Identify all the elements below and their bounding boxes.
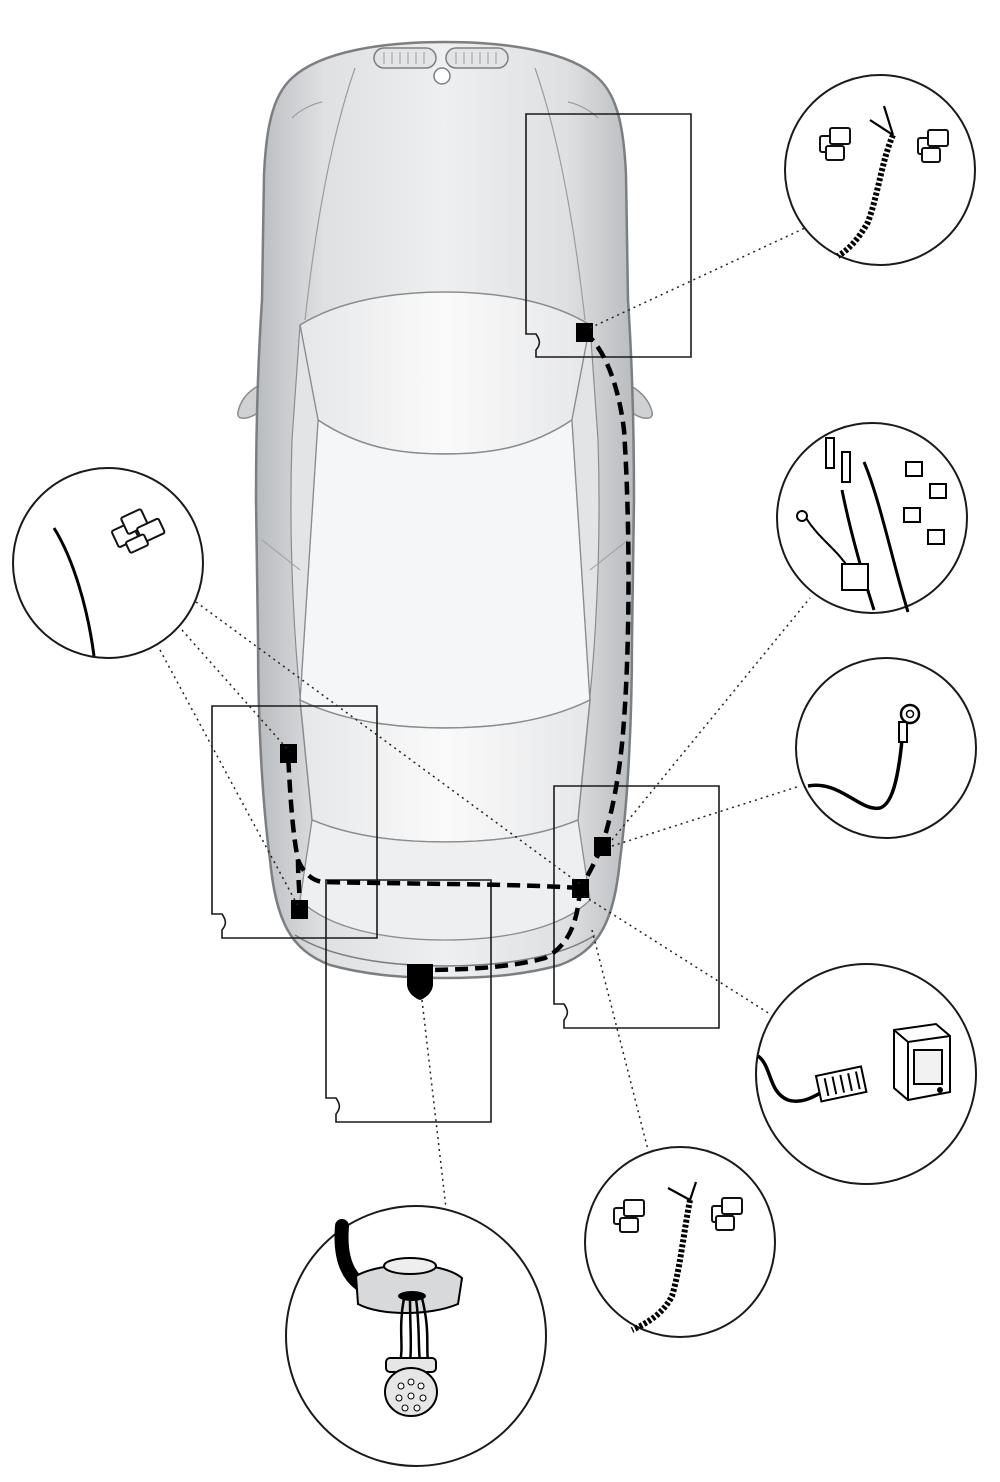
- cable-with-two-clips-icon: [819, 105, 949, 259]
- cable-with-two-clips-icon: [613, 1181, 743, 1333]
- emblem-icon: [433, 67, 451, 85]
- callout-rear-right-splice: [584, 1146, 776, 1338]
- socket-with-plug-icon: [334, 1219, 464, 1417]
- harness-connectors: [280, 323, 611, 1000]
- connector-rear-left-upper: [280, 744, 297, 763]
- callout-left-lamp-clip: [12, 467, 204, 659]
- connector-rear-left-lower: [291, 900, 308, 919]
- connector-front-right: [576, 323, 593, 342]
- frame-rear-left: [211, 705, 378, 939]
- roof: [299, 418, 591, 729]
- frame-rear-center: [325, 879, 492, 1123]
- callout-control-module: [755, 963, 977, 1185]
- car-body: [237, 40, 653, 980]
- connector-and-module-icon: [756, 1022, 951, 1104]
- frame-front-right: [525, 113, 692, 358]
- connector-right-lower: [572, 879, 589, 898]
- leader-lines: [159, 227, 811, 1209]
- callout-ground-ring-terminal: [795, 657, 977, 839]
- wires-with-terminals-icon: [796, 437, 947, 613]
- windshield: [299, 291, 591, 455]
- wire-with-ring-terminal-icon: [807, 703, 921, 810]
- detail-frames: [211, 113, 720, 1123]
- socket-mount-icon: [407, 964, 433, 1000]
- connector-right-upper: [594, 837, 611, 856]
- callout-trailer-socket: [285, 1205, 547, 1467]
- frame-rear-right: [553, 785, 720, 1029]
- front-grille: [373, 47, 509, 85]
- wire-with-clip-icon: [52, 508, 166, 657]
